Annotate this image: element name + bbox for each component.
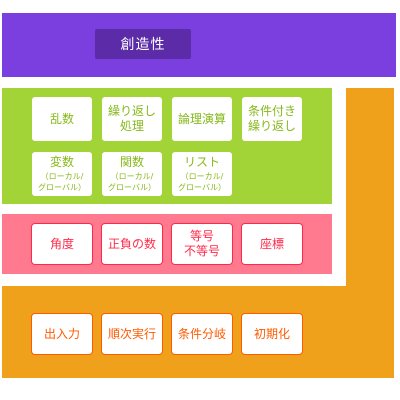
card-coordinates: 座標 [241,223,303,265]
card-label: 論理演算 [177,111,226,126]
card-label: 正負の数 [107,236,156,251]
card-sequential-execution: 順次実行 [101,313,163,355]
card-repeat: 繰り返し 処理 [101,96,163,142]
card-logic: 論理演算 [171,96,233,142]
creativity-title: 創造性 [95,29,191,59]
card-variable: 変数 （ローカル/ グローバル） [31,151,93,197]
card-random: 乱数 [31,96,93,142]
card-label: 条件付き 繰り返し [247,104,296,133]
card-label: 乱数 [49,111,74,126]
card-label: 変数 [49,155,74,170]
card-label: 座標 [259,236,284,251]
card-label: リスト [183,155,220,170]
card-angle: 角度 [31,223,93,265]
card-label: 初期化 [253,326,290,341]
card-sublabel: （ローカル/ グローバル） [38,172,86,192]
card-input-output: 出入力 [31,313,93,355]
card-label: 繰り返し 処理 [107,104,156,133]
card-sublabel: （ローカル/ グローバル） [108,172,156,192]
card-conditional-repeat: 条件付き 繰り返し [241,96,303,142]
card-label: 角度 [49,236,74,251]
creativity-band [2,13,396,77]
card-label: 等号 不等号 [183,229,220,258]
card-label: 条件分岐 [177,326,226,341]
card-function: 関数 （ローカル/ グローバル） [101,151,163,197]
card-signed-numbers: 正負の数 [101,223,163,265]
card-label: 関数 [119,155,144,170]
card-label: 順次実行 [107,326,156,341]
card-label: 出入力 [43,326,80,341]
card-sublabel: （ローカル/ グローバル） [178,172,226,192]
card-list: リスト （ローカル/ グローバル） [171,151,233,197]
card-equality-inequality: 等号 不等号 [171,223,233,265]
card-conditional-branch: 条件分岐 [171,313,233,355]
card-initialization: 初期化 [241,313,303,355]
